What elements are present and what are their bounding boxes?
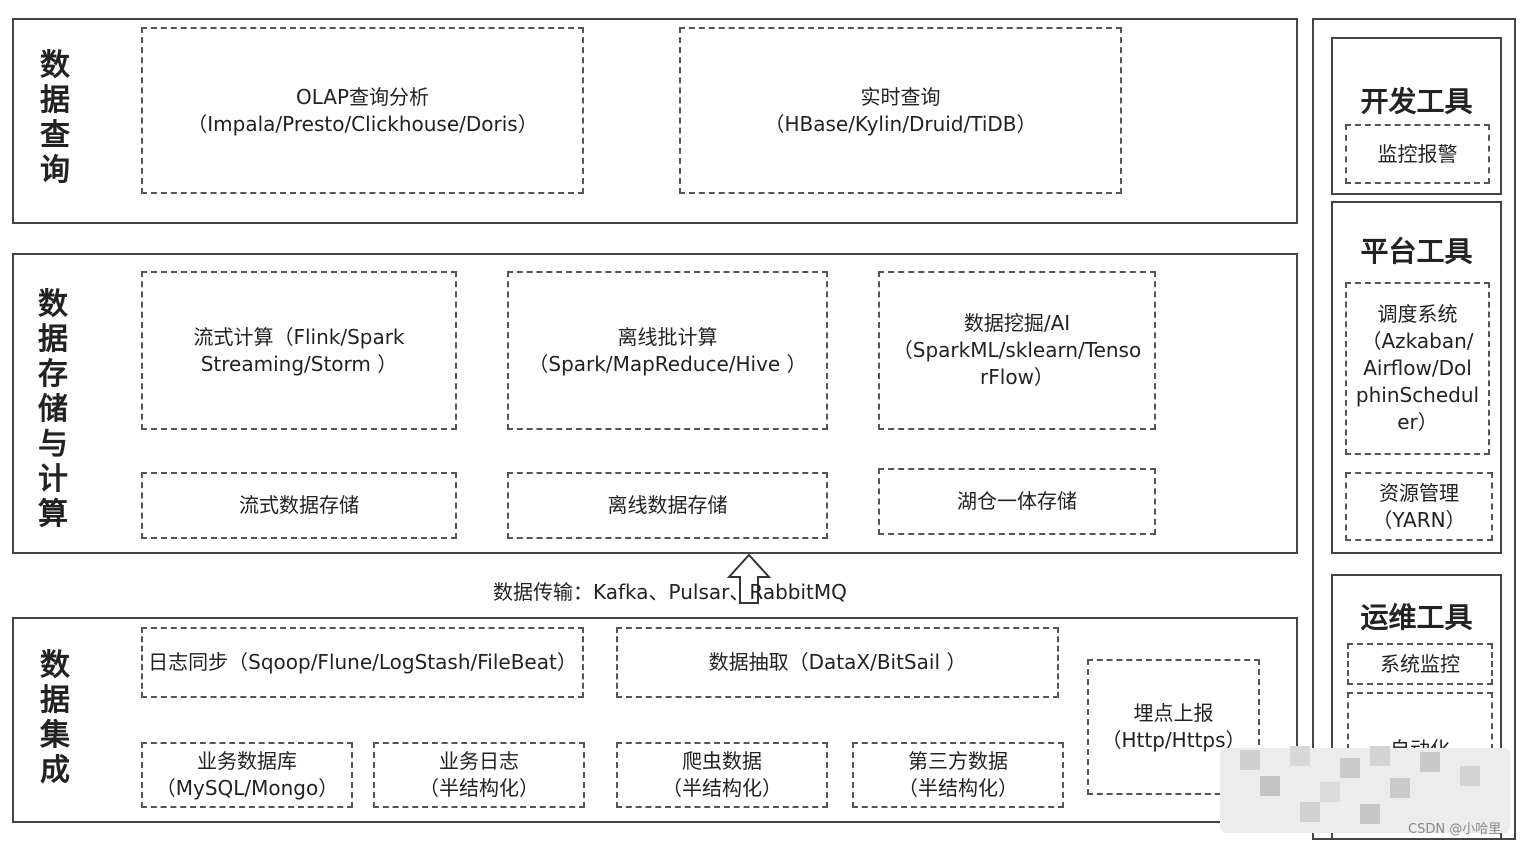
data-transfer-label: 数据传输：Kafka、Pulsar、RabbitMQ bbox=[493, 580, 847, 604]
business-log-box: 业务日志 （半结构化） bbox=[373, 742, 585, 808]
olap-query-box: OLAP查询分析 （Impala/Presto/Clickhouse/Doris… bbox=[141, 27, 584, 194]
batch-compute-box: 离线批计算 （Spark/MapReduce/Hive ） bbox=[507, 271, 828, 430]
resource-mgmt-box: 资源管理 （YARN） bbox=[1345, 472, 1493, 541]
log-sync-box: 日志同步（Sqoop/Flune/LogStash/FileBeat） bbox=[141, 627, 584, 698]
data-extract-box: 数据抽取（DataX/BitSail ） bbox=[616, 627, 1059, 698]
stream-compute-box: 流式计算（Flink/Spark Streaming/Storm ） bbox=[141, 271, 457, 430]
up-arrow-icon bbox=[727, 553, 771, 604]
realtime-query-box: 实时查询 （HBase/Kylin/Druid/TiDB） bbox=[679, 27, 1122, 194]
storage-compute-layer-title: 数 据 存 储 与 计 算 bbox=[38, 287, 68, 532]
crawler-data-box: 爬虫数据 （半结构化） bbox=[616, 742, 828, 808]
tracking-report-box: 埋点上报 （Http/Https） bbox=[1087, 659, 1260, 795]
dev-tools-title: 开发工具 bbox=[1360, 85, 1473, 118]
system-monitor-box: 系统监控 bbox=[1347, 643, 1493, 685]
offline-storage-box: 离线数据存储 bbox=[507, 472, 828, 539]
integration-layer-title: 数 据 集 成 bbox=[40, 648, 70, 788]
stream-storage-box: 流式数据存储 bbox=[141, 472, 457, 539]
query-layer-title: 数 据 查 询 bbox=[40, 48, 70, 188]
lakehouse-storage-box: 湖仓一体存储 bbox=[878, 468, 1156, 535]
platform-tools-title: 平台工具 bbox=[1360, 235, 1473, 268]
business-db-box: 业务数据库 （MySQL/Mongo） bbox=[141, 742, 353, 808]
third-party-data-box: 第三方数据 （半结构化） bbox=[852, 742, 1064, 808]
ops-tools-title: 运维工具 bbox=[1360, 601, 1473, 634]
data-mining-ai-box: 数据挖掘/AI （SparkML/sklearn/Tenso rFlow） bbox=[878, 271, 1156, 430]
monitor-alert-box: 监控报警 bbox=[1345, 124, 1490, 184]
pixelated-overlay bbox=[1220, 738, 1520, 838]
watermark: CSDN @小哈里 bbox=[1408, 822, 1502, 837]
scheduler-box: 调度系统 （Azkaban/ Airflow/Dol phinSchedul e… bbox=[1345, 282, 1490, 455]
